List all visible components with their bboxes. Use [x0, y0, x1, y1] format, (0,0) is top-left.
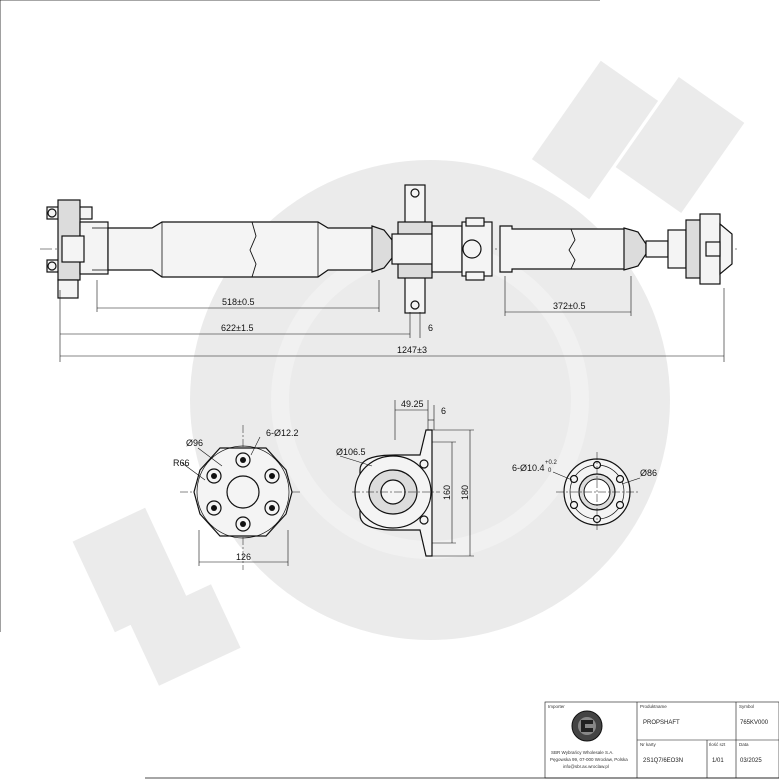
dim-622: 622±1.5 [221, 323, 253, 333]
dim-dia-106-5: Ø106.5 [336, 447, 366, 457]
front-tube [107, 221, 393, 278]
dim-holes-tol-upper: +0.2 [545, 460, 558, 466]
propshaft-side-view [40, 184, 740, 314]
title-block-date-value: 03/2025 [740, 758, 762, 764]
dim-dia-86: Ø86 [640, 468, 657, 478]
centre-bearing-front-view [352, 429, 440, 557]
dim-holes-tol-lower: 0 [548, 468, 552, 474]
title-block-importer-label: Importer [548, 704, 565, 709]
title-block-importer-line-1: SBR Wybrańcy Wholesale S.A. [551, 750, 613, 755]
title-block-ref-value: 2S1Q7/6EO3N [643, 758, 683, 764]
title-block-importer-line-2: Pęgowska 99, 07-000 Wrocław, Polska [550, 757, 628, 762]
title-block-ref-label: Nr karty [640, 742, 657, 747]
dim-126: 126 [236, 552, 251, 562]
flex-coupling-dimensions [181, 436, 289, 566]
shaft-dimensions [59, 276, 725, 362]
dim-1247: 1247±3 [397, 345, 427, 355]
title-block [544, 701, 779, 779]
company-logo [571, 710, 603, 742]
title-block-importer-line-3: info@sbr.ax.wroclaw.pl [563, 764, 609, 769]
dim-dia-96: Ø96 [186, 438, 203, 448]
flex-coupling-front-view [180, 425, 300, 570]
dim-49-25: 49.25 [401, 399, 424, 409]
centre-bearing-dimensions [339, 400, 474, 557]
dim-r66: R66 [173, 458, 190, 468]
dim-180: 180 [460, 485, 470, 500]
rear-tube [499, 225, 669, 273]
title-block-product-value: PROPSHAFT [643, 720, 680, 726]
dim-518: 518±0.5 [222, 297, 254, 307]
title-block-symbol-label: Symbol [739, 704, 754, 709]
title-block-date-label: Data [739, 742, 749, 747]
title-block-qty-label: Ilość szt [709, 742, 726, 747]
dim-6-shaft: 6 [428, 323, 433, 333]
dim-160: 160 [442, 485, 452, 500]
title-block-qty-value: 1/01 [712, 758, 724, 764]
title-block-product-label: Produktname [640, 704, 667, 709]
end-flange-dimensions [552, 471, 641, 485]
dim-6-bearing: 6 [441, 406, 446, 416]
title-block-symbol-value: 765KV000 [740, 720, 769, 726]
dim-372: 372±0.5 [553, 301, 585, 311]
dim-holes-12-2: 6-Ø12.2 [266, 428, 299, 438]
end-flange-front-view [556, 452, 640, 532]
intermediate-ujoint [431, 217, 493, 281]
watermark-gear-logo [72, 60, 745, 686]
right-flange-coupling [667, 213, 733, 285]
centre-bearing-bracket [391, 184, 441, 314]
dim-holes-10-4: 6-Ø10.4 [512, 463, 545, 473]
